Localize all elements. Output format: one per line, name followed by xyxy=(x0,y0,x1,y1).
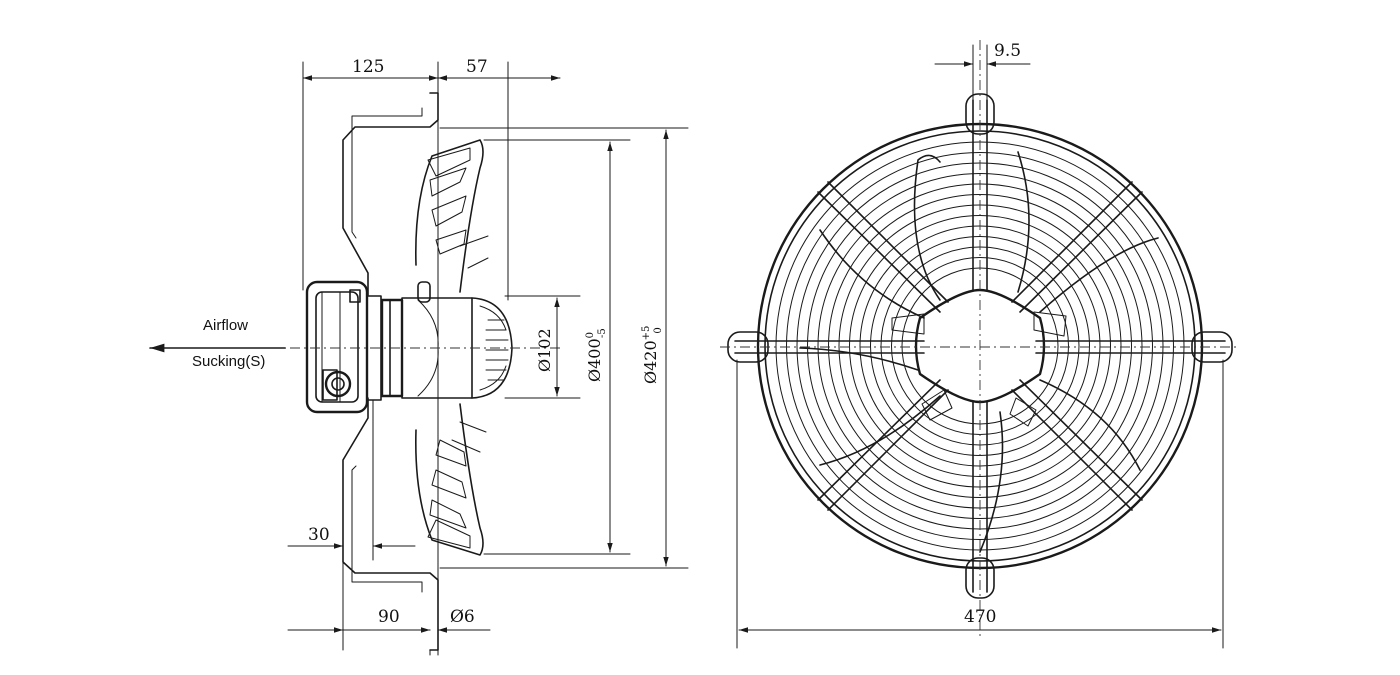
dim-hole: Ø6 xyxy=(450,607,475,627)
dim-30: 30 xyxy=(308,525,330,545)
dim-57: 57 xyxy=(466,57,488,77)
dim-impeller: Ø4000-5 xyxy=(585,328,608,382)
guard-ring xyxy=(786,152,1174,540)
dim-width: 470 xyxy=(964,607,996,627)
side-view: Airflow Sucking(S) 125 57 30 90 Ø6 Ø102 xyxy=(149,57,689,656)
guard-spokes xyxy=(727,93,1233,599)
airflow-type-label: Sucking(S) xyxy=(192,353,265,370)
rotor-hub xyxy=(380,281,513,399)
dim-125: 125 xyxy=(352,57,384,77)
dim-hub: Ø102 xyxy=(535,328,554,372)
dim-90: 90 xyxy=(378,607,400,627)
impeller-blades-front xyxy=(799,151,1159,553)
cable-gland xyxy=(324,370,352,398)
front-view: 9.5 470 xyxy=(720,40,1240,649)
mounting-plate-inner xyxy=(351,107,423,593)
airflow-label: Airflow xyxy=(203,317,248,334)
guard-ring xyxy=(807,173,1153,519)
impeller-blades-side xyxy=(415,139,489,556)
dim-plate: Ø420+50 xyxy=(641,326,664,384)
motor-housing xyxy=(305,280,382,414)
dim-bar: 9.5 xyxy=(994,41,1021,61)
